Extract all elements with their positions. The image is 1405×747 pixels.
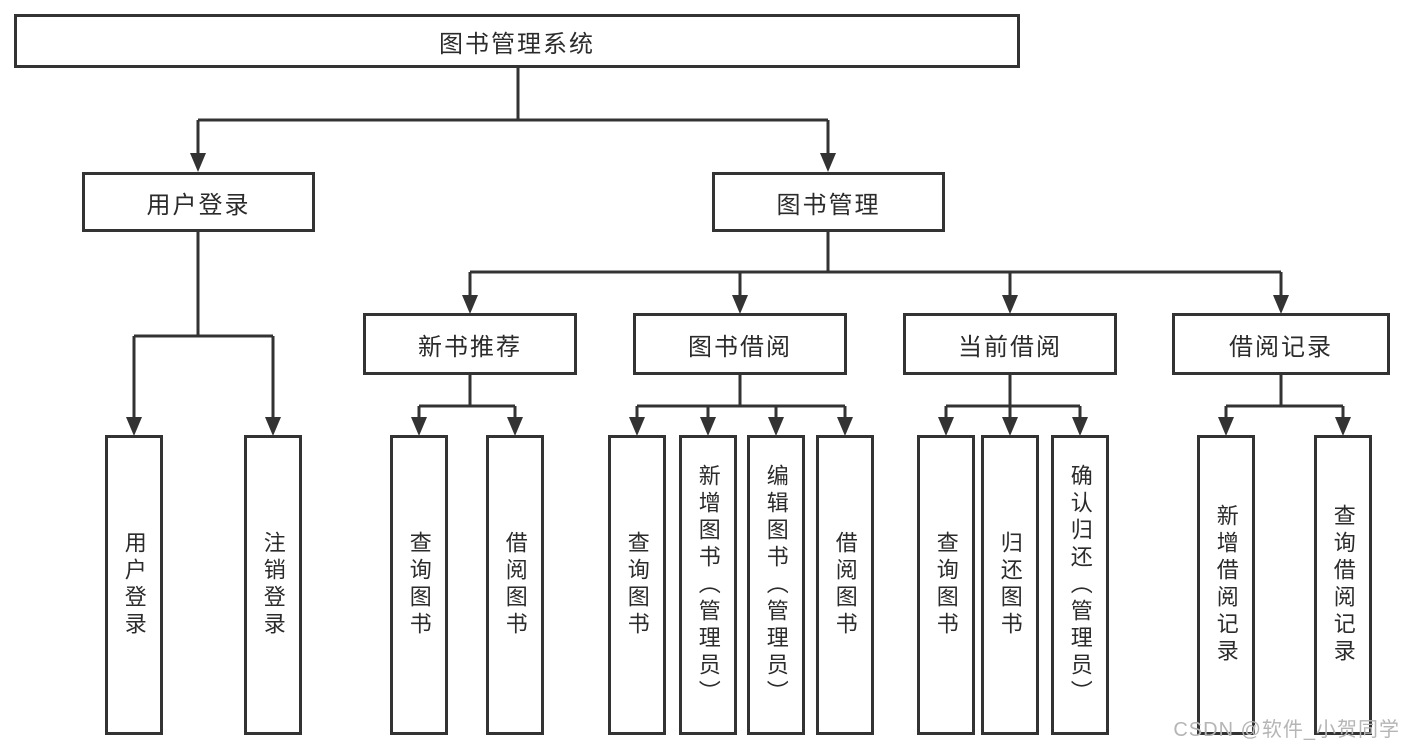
node-label: 用户登录 [146,191,251,219]
leaf-user-login: 用户登录 [105,435,163,735]
arrow-down [462,295,478,314]
arrow-down [1273,295,1289,314]
node-library-management-system: 图书管理系统 [14,14,1020,68]
leaf-query-books-3: 查询图书 [917,435,975,735]
node-label: 归还图书 [997,531,1023,639]
arrow-down [732,295,748,314]
arrow-down [1002,295,1018,314]
arrow-down [700,417,716,436]
node-label: 借阅记录 [1229,333,1333,361]
node-label: 新增图书（管理员） [695,463,721,707]
leaf-borrow-books-1: 借阅图书 [486,435,544,735]
leaf-query-borrow-record: 查询借阅记录 [1314,435,1372,735]
csdn-watermark: CSDN @软件_小贺同学 [1173,719,1400,741]
arrow-down [265,417,281,436]
node-book-management: 图书管理 [712,172,945,232]
arrow-down [507,417,523,436]
connector-bookborrow-to-leaves [635,374,847,420]
node-new-book-recommend: 新书推荐 [363,313,577,375]
leaf-add-books-admin: 新增图书（管理员） [679,435,737,735]
arrow-down [1218,417,1234,436]
leaf-edit-books-admin: 编辑图书（管理员） [747,435,805,735]
node-label: 查询借阅记录 [1330,504,1356,666]
leaf-return-books: 归还图书 [981,435,1039,735]
node-label: 借阅图书 [502,531,528,639]
arrow-down [820,153,836,172]
leaf-logout: 注销登录 [244,435,302,735]
node-label: 新书推荐 [418,333,522,361]
node-label: 当前借阅 [958,333,1062,361]
node-user-login: 用户登录 [82,172,315,232]
node-label: 查询图书 [624,531,650,639]
arrow-down [1002,417,1018,436]
node-label: 查询图书 [933,531,959,639]
connector-userlogin-to-leaves [132,231,275,420]
arrow-down [837,417,853,436]
node-label: 图书借阅 [688,333,792,361]
leaf-add-borrow-record: 新增借阅记录 [1197,435,1255,735]
node-label: 图书管理系统 [439,30,595,58]
arrow-down [768,417,784,436]
node-label: 查询图书 [406,531,432,639]
arrow-down [1072,417,1088,436]
node-label: 借阅图书 [832,531,858,639]
arrow-down [190,153,206,172]
leaf-query-books-2: 查询图书 [608,435,666,735]
arrowheads [126,153,1351,436]
arrow-down [1335,417,1351,436]
arrow-down [938,417,954,436]
node-current-borrow: 当前借阅 [903,313,1117,375]
node-label: 用户登录 [121,531,147,639]
connector-borrowrecord-to-leaves [1224,374,1345,420]
arrow-down [629,417,645,436]
connector-root-to-level2 [196,67,830,156]
node-label: 新增借阅记录 [1213,504,1239,666]
connector-newbook-to-leaves [417,374,517,420]
node-label: 注销登录 [260,531,286,639]
leaf-borrow-books-2: 借阅图书 [816,435,874,735]
leaf-confirm-return-admin: 确认归还（管理员） [1051,435,1109,735]
node-label: 编辑图书（管理员） [763,463,789,707]
arrow-down [411,417,427,436]
connector-currentborrow-to-leaves [944,374,1082,420]
node-label: 图书管理 [776,191,881,219]
node-book-borrow: 图书借阅 [633,313,847,375]
node-label: 确认归还（管理员） [1067,463,1093,707]
arrow-down [126,417,142,436]
leaf-query-books-1: 查询图书 [390,435,448,735]
connector-bookmgmt-to-level3 [468,231,1283,298]
node-borrow-record: 借阅记录 [1172,313,1390,375]
